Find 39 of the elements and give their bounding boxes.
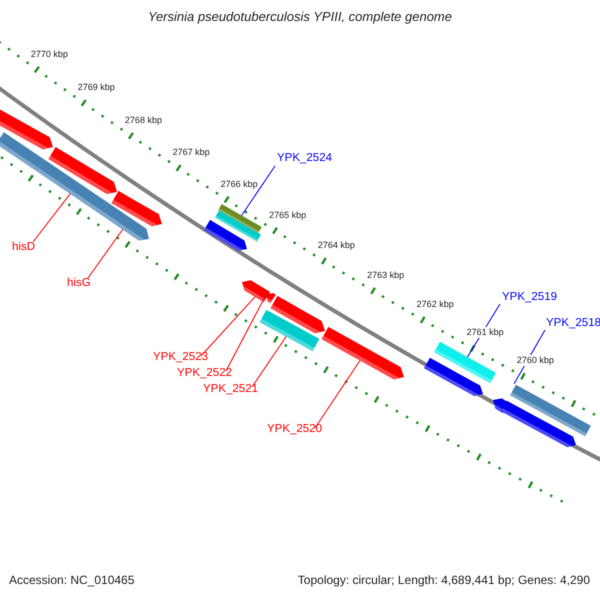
gene-label: YPK_2523 xyxy=(153,351,208,364)
leader-line xyxy=(226,298,264,372)
title: Yersinia pseudotuberculosis YPIII, complete genome xyxy=(147,10,453,25)
gene-feature xyxy=(270,296,325,334)
scale-label: 2762 kbp xyxy=(416,298,455,310)
gene-label: YPK_2524 xyxy=(277,152,332,166)
gene-feature xyxy=(112,190,162,226)
leader-line xyxy=(32,193,71,242)
scale-label: 2761 kbp xyxy=(466,327,505,338)
gene-label: YPK_2521 xyxy=(203,383,258,396)
leader-line xyxy=(88,229,124,278)
scale-label: 2770 kbp xyxy=(30,48,69,59)
gene-feature xyxy=(0,132,44,171)
accession-text: Accession: NC_010465 xyxy=(9,574,134,588)
leader-line xyxy=(314,360,360,428)
gene-label: hisD xyxy=(12,241,36,254)
gene-label: YPK_2522 xyxy=(177,367,232,380)
gene-feature xyxy=(242,280,270,302)
gene-label: YPK_2520 xyxy=(267,423,322,436)
leader-line xyxy=(200,296,256,356)
scale-label: 2764 kbp xyxy=(316,240,356,250)
scale-label: 2765 kbp xyxy=(268,210,308,220)
scale-label: 2767 kbp xyxy=(172,146,211,158)
leader-line xyxy=(241,166,276,216)
gene-feature xyxy=(322,326,404,380)
gene-feature xyxy=(218,204,262,234)
gene-feature xyxy=(266,293,276,304)
scale-label: 2766 kbp xyxy=(220,178,259,189)
scale-label: 2769 kbp xyxy=(76,82,116,92)
gene-feature xyxy=(48,147,117,194)
gene-label: hisG xyxy=(67,277,91,290)
genome-info-text: Topology: circular; Length: 4,689,441 bp; Genes: 4,290 xyxy=(298,574,590,588)
leader-line xyxy=(252,336,287,388)
scale-label: 2760 kbp xyxy=(516,355,555,366)
scale-label: 2768 kbp xyxy=(124,114,163,126)
gene-feature xyxy=(510,384,591,436)
gene-feature xyxy=(434,342,496,384)
scale-label: 2763 kbp xyxy=(366,270,406,280)
gene-label: YPK_2519 xyxy=(502,291,557,304)
